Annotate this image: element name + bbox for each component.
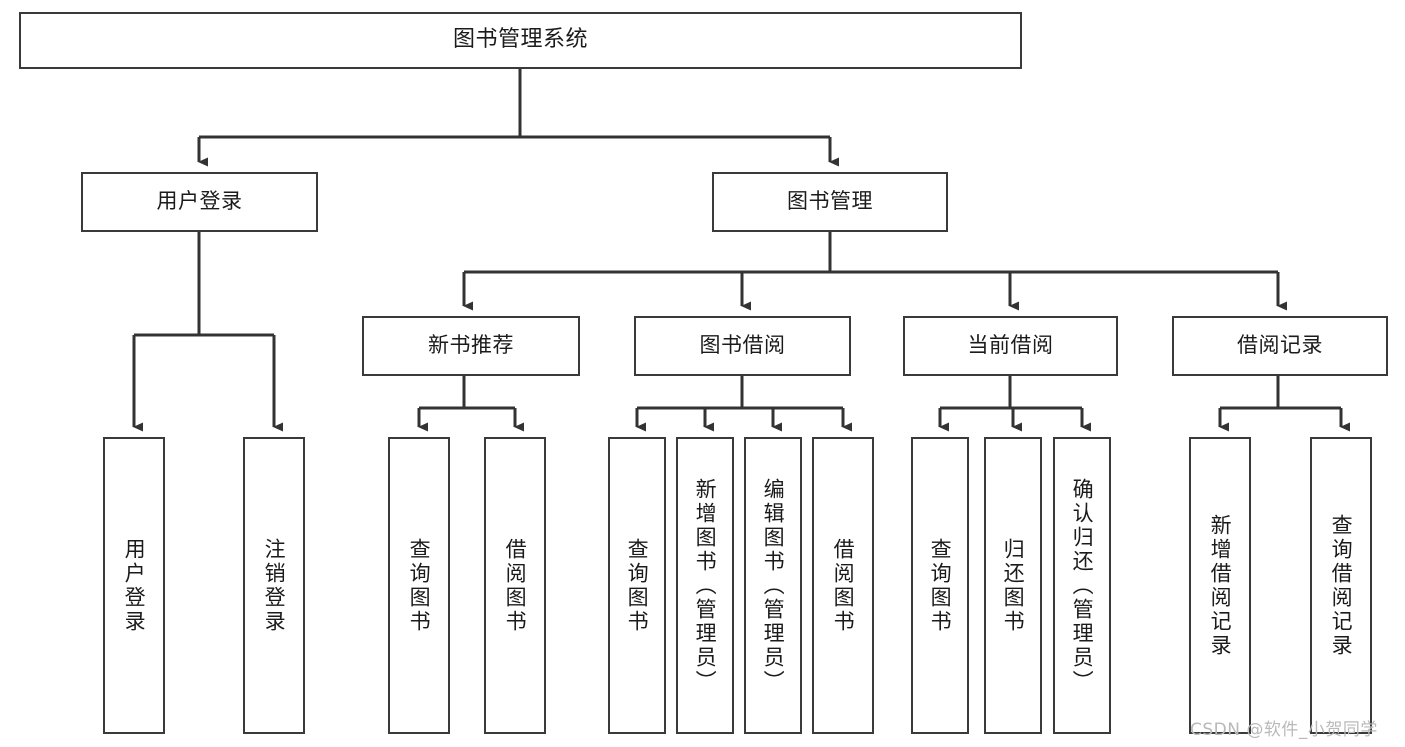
node-label: 查询图书 (928, 537, 953, 634)
node-bookmgmt[interactable]: 图书管理 (712, 172, 948, 232)
node-label: 借阅图书 (831, 537, 856, 634)
connector-lines (132, 69, 1350, 432)
node-leaf-rec-2[interactable]: 查询借阅记录 (1310, 437, 1372, 734)
node-label: 注销登录 (262, 537, 287, 634)
node-label: 查询借阅记录 (1329, 513, 1354, 658)
node-label: 查询图书 (407, 537, 432, 634)
node-label: 当前借阅 (967, 333, 1054, 358)
node-leaf-cur-2[interactable]: 归还图书 (984, 437, 1042, 734)
node-root[interactable]: 图书管理系统 (19, 12, 1022, 69)
node-records[interactable]: 借阅记录 (1172, 316, 1388, 376)
node-leaf-rec-1[interactable]: 新增借阅记录 (1189, 437, 1251, 734)
node-leaf-borrow-3[interactable]: 编辑图书（管理员） (744, 437, 802, 734)
node-label: 新增图书（管理员） (693, 477, 718, 694)
node-leaf-borrow-4[interactable]: 借阅图书 (812, 437, 874, 734)
node-borrow[interactable]: 图书借阅 (634, 316, 851, 376)
node-label: 新书推荐 (428, 333, 514, 358)
node-label: 借阅图书 (503, 537, 528, 634)
node-login[interactable]: 用户登录 (81, 172, 318, 232)
node-newbook[interactable]: 新书推荐 (362, 316, 580, 376)
node-label: 图书管理 (787, 189, 873, 214)
node-leaf-login-2[interactable]: 注销登录 (243, 437, 305, 734)
node-leaf-borrow-1[interactable]: 查询图书 (608, 437, 666, 734)
node-label: 查询图书 (625, 537, 650, 634)
node-label: 图书借阅 (699, 333, 786, 358)
node-leaf-new-2[interactable]: 借阅图书 (484, 437, 546, 734)
node-leaf-login-1[interactable]: 用户登录 (103, 437, 165, 734)
node-label: 图书管理系统 (452, 27, 588, 53)
node-leaf-new-1[interactable]: 查询图书 (388, 437, 450, 734)
node-leaf-cur-1[interactable]: 查询图书 (911, 437, 969, 734)
node-label: 用户登录 (156, 189, 243, 214)
node-leaf-borrow-2[interactable]: 新增图书（管理员） (676, 437, 734, 734)
node-leaf-cur-3[interactable]: 确认归还（管理员） (1053, 437, 1111, 734)
node-label: 编辑图书（管理员） (761, 477, 786, 694)
node-label: 确认归还（管理员） (1070, 477, 1095, 694)
node-current[interactable]: 当前借阅 (903, 316, 1118, 376)
node-label: 新增借阅记录 (1208, 513, 1233, 658)
node-label: 用户登录 (122, 537, 147, 634)
node-label: 借阅记录 (1237, 333, 1323, 358)
node-label: 归还图书 (1001, 537, 1026, 634)
